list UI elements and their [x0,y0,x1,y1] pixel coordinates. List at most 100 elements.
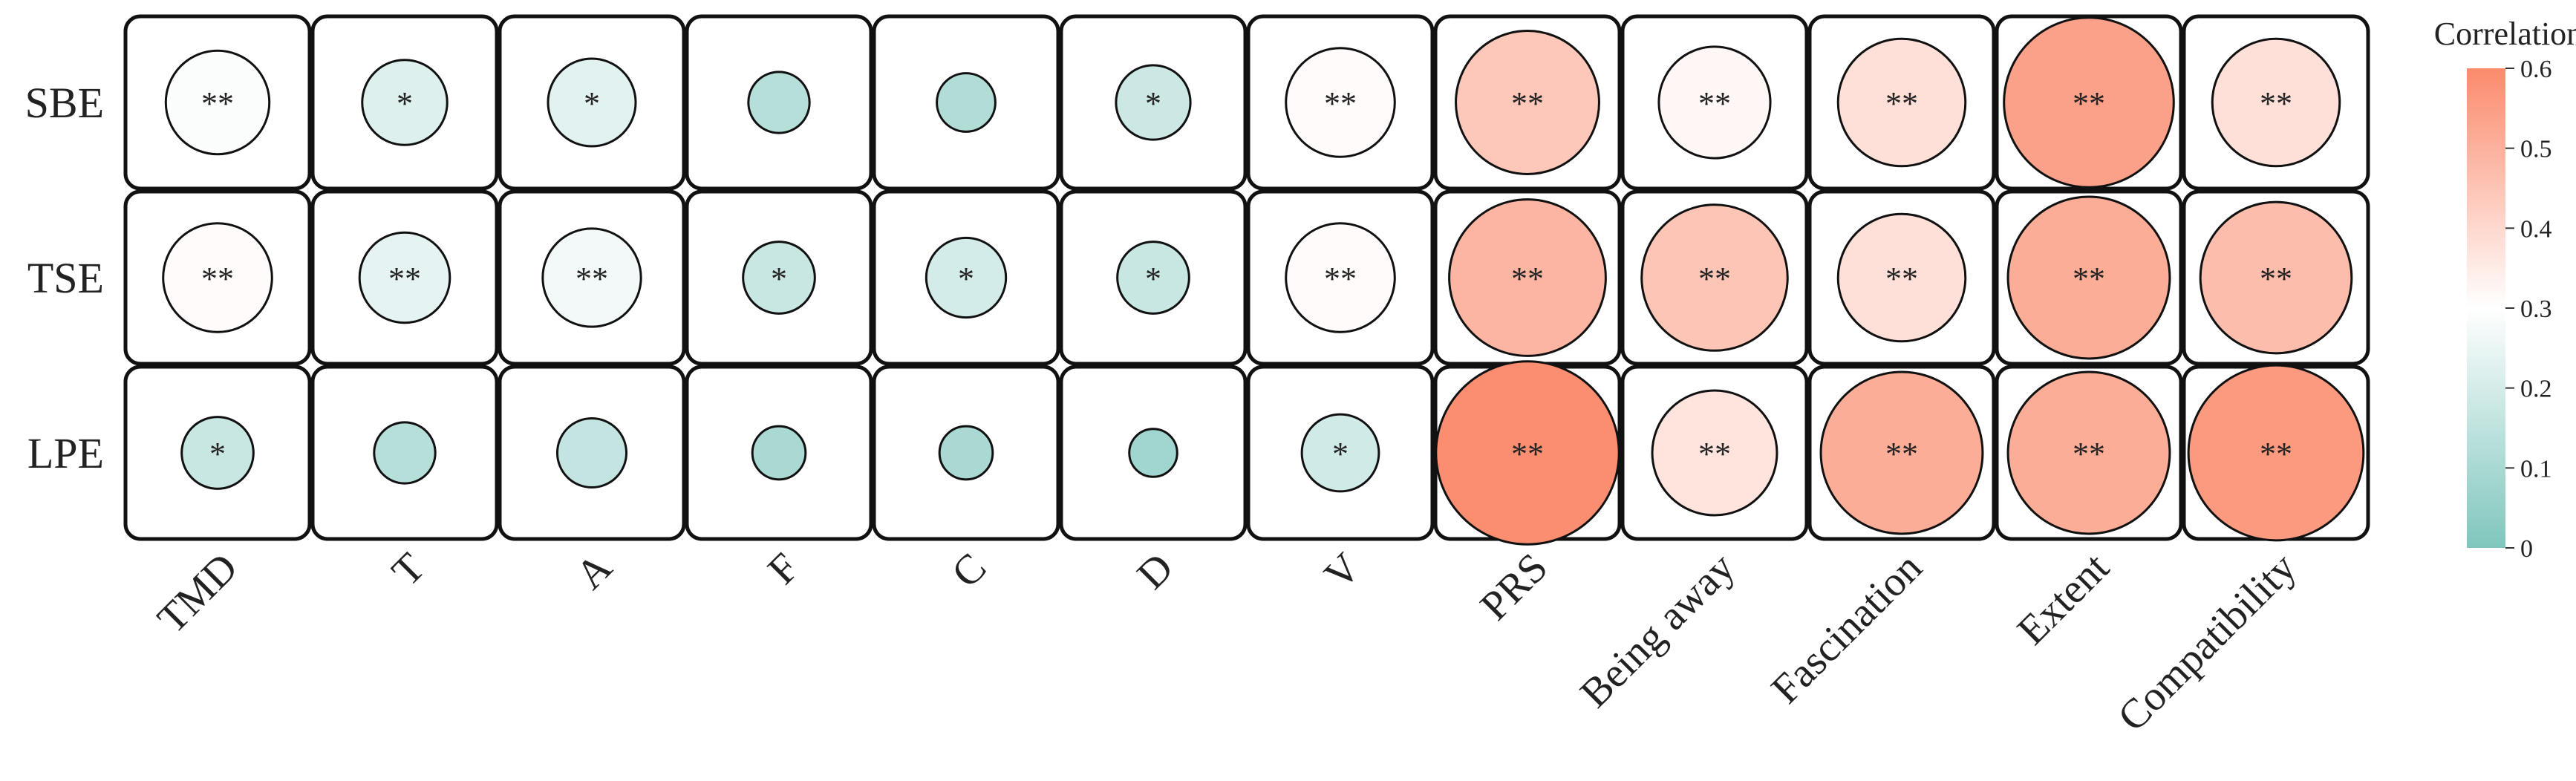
cell: ** [1433,189,1622,366]
correlation-circle [361,59,449,146]
cell: ** [1433,360,1622,546]
correlation-circle [1448,198,1607,357]
significance-marker: ** [1511,436,1544,472]
cell [498,365,686,541]
cell: ** [1807,14,1996,191]
correlation-circle [358,231,451,324]
cell: * [310,14,499,191]
cell [872,365,1060,541]
correlation-circle [1651,389,1778,517]
significance-marker: ** [2260,85,2292,122]
correlation-circle [373,421,437,485]
cell: * [123,365,312,541]
significance-marker: ** [1698,261,1731,297]
significance-marker: ** [2073,436,2105,472]
correlation-circle [936,72,997,133]
row-labels: SBE TSE LPE [25,79,104,477]
significance-marker: ** [1885,261,1918,297]
cell: * [1059,189,1248,366]
column-label: PRS [1472,544,1556,629]
correlation-circle [938,425,994,481]
column-label: TMD [149,544,247,642]
significance-marker: ** [1698,85,1731,122]
column-label: C [943,544,995,596]
significance-marker: ** [1885,436,1918,472]
row-label: LPE [27,429,104,477]
correlation-circle [1657,45,1772,160]
correlation-circle [2003,16,2175,189]
correlation-circle [164,49,271,156]
cell: * [1059,14,1248,191]
column-label: V [1316,544,1369,598]
cell [310,365,499,541]
significance-marker: ** [1324,261,1357,297]
correlation-circle [1300,413,1380,493]
cell [1059,365,1248,541]
significance-marker: * [1145,85,1161,122]
cell: ** [498,189,686,366]
correlation-circle [2199,200,2353,355]
significance-marker: ** [1324,85,1357,122]
colorbar-legend: Correlation 00.10.20.30.40.50.6 [2434,16,2576,563]
correlation-circle [1285,47,1396,158]
column-label: Extent [2009,544,2119,654]
significance-marker: ** [201,261,234,297]
significance-marker: * [771,261,787,297]
cell: ** [123,189,312,366]
correlation-circle [1115,64,1192,141]
row-label: SBE [25,79,104,127]
significance-marker: ** [575,261,608,297]
colorbar-tick-label: 0.5 [2520,136,2552,163]
cells-layer: ****************************************… [123,14,2370,546]
correlation-circle [2211,37,2341,168]
cell [685,14,873,191]
row-label: TSE [27,254,104,302]
correlation-circle [747,71,811,134]
cell: ** [1246,189,1435,366]
cell: * [1246,365,1435,541]
significance-marker: ** [1698,436,1731,472]
correlation-circle [180,416,255,490]
cell: ** [1620,365,1809,541]
significance-marker: * [209,436,226,472]
cell [872,14,1060,191]
column-label: D [1129,544,1182,598]
cell: ** [310,189,499,366]
cell: ** [1995,14,2183,191]
column-label: T [383,544,434,595]
colorbar-tick-label: 0.3 [2520,295,2552,323]
correlation-circle [541,227,642,328]
correlation-circle [2006,195,2171,360]
correlation-circle [1836,212,1967,343]
correlation-circle [742,241,816,315]
significance-marker: ** [1511,261,1544,297]
significance-marker: ** [388,261,421,297]
correlation-circle [555,416,628,489]
significance-marker: ** [201,85,234,122]
correlation-circle [1455,30,1600,175]
significance-marker: ** [2260,436,2292,472]
correlation-circle [162,222,273,333]
cell: ** [1433,14,1622,191]
cell [685,365,873,541]
cell: ** [1620,189,1809,366]
cell: ** [1807,365,1996,541]
correlation-circle [925,236,1008,319]
correlation-circle [1435,360,1620,546]
cell: ** [2182,364,2370,542]
significance-marker: ** [1885,85,1918,122]
correlation-circle [1819,370,1984,535]
correlation-circle [1116,241,1190,315]
cell: ** [123,14,312,191]
correlation-circle [751,425,807,481]
correlation-circle [2187,364,2365,542]
cell: ** [1807,189,1996,366]
cell: * [685,189,873,366]
cell: ** [1620,14,1809,191]
column-label: Being away [1571,544,1744,716]
significance-marker: ** [1511,85,1544,122]
colorbar-tick-label: 0.1 [2520,455,2552,483]
column-label: A [567,544,622,598]
significance-marker: ** [2260,261,2292,297]
